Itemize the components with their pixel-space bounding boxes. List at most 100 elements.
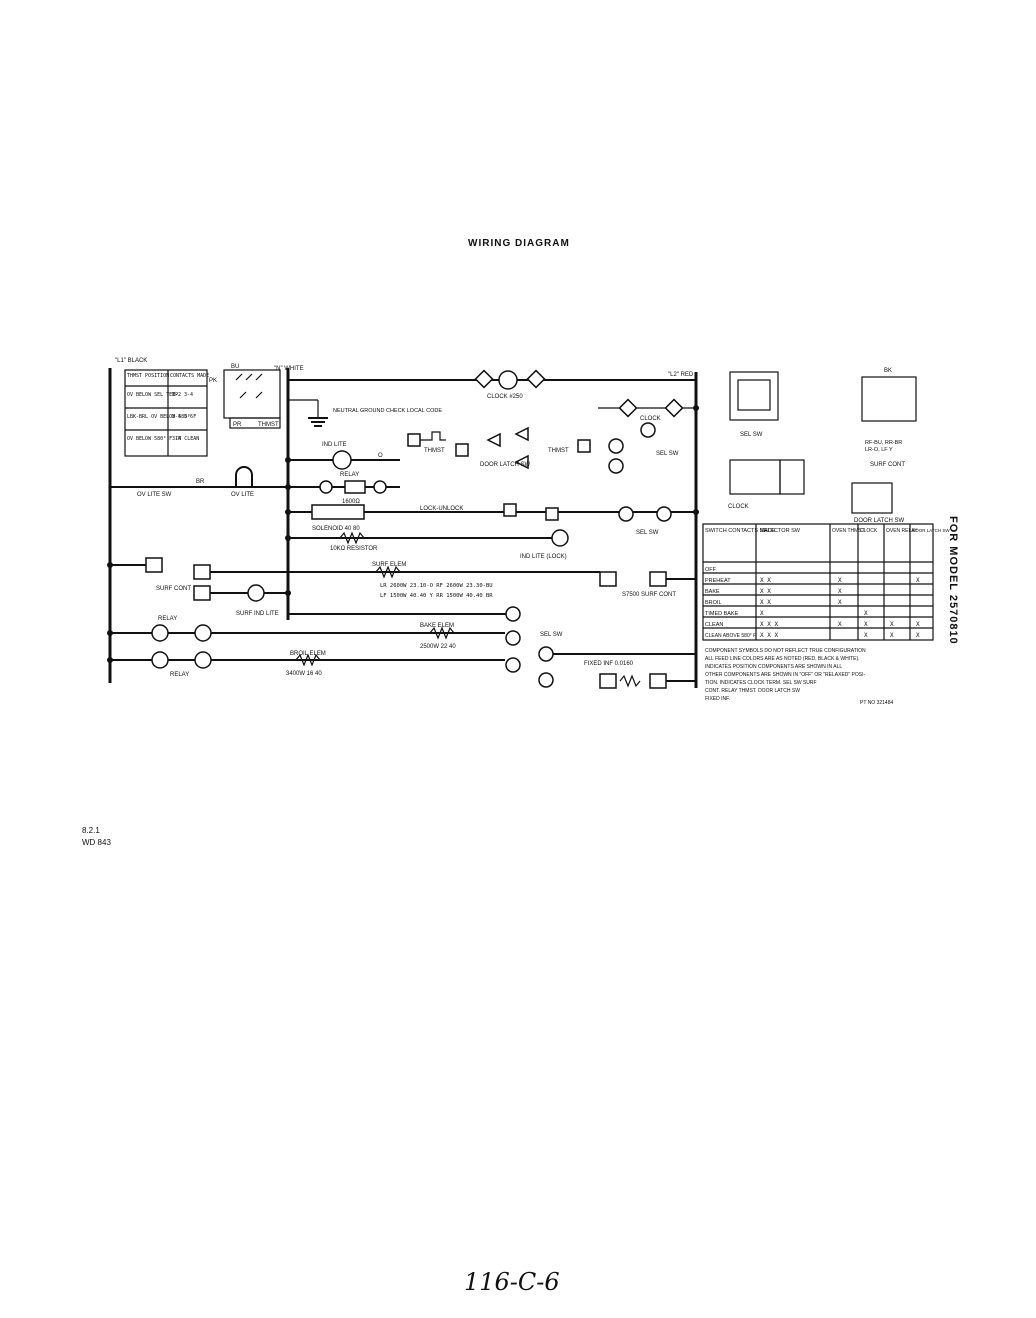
row-clean-above: CLEAN ABOVE 580° F xyxy=(705,633,756,639)
clock-label: CLOCK xyxy=(640,416,661,422)
solenoid-label: SOLENOID 40 80 xyxy=(312,526,360,532)
thmst-wire-pr: PR xyxy=(233,422,242,428)
thmst-row2-contacts: 3-4 5-6 xyxy=(172,414,193,420)
row-preheat: PREHEAT xyxy=(705,578,731,584)
clock-motor: CLOCK #250 xyxy=(474,369,546,400)
surf-cont-label: SURF CONT xyxy=(156,586,191,592)
surf-cont-l1 xyxy=(145,557,163,573)
relay-h2-broil xyxy=(194,651,212,669)
neutral-ground: NEUTRAL GROUND CHECK LOCAL CODE xyxy=(288,399,442,427)
note-6: CONT. RELAY THMST. DOOR LATCH SW xyxy=(705,688,800,694)
door-latch-view-label: DOOR LATCH SW xyxy=(854,518,905,524)
clock-250-label: CLOCK #250 xyxy=(487,394,523,400)
side-model-title: FOR MODEL 2570810 xyxy=(947,516,959,645)
thmst-row3-position: OV BELOW 580° F IN CLEAN xyxy=(127,436,199,442)
ind-lite-lock-label: IND LITE (LOCK) xyxy=(520,554,567,560)
row-clean: CLEAN xyxy=(705,622,723,628)
sel-sw-terminal-br xyxy=(505,630,521,646)
thmst-row1-position: OV BELOW SEL TEMP xyxy=(127,392,178,398)
resistor-10k-label: 10KΩ RESISTOR xyxy=(330,546,378,552)
ov-lite-sw-label: OV LITE SW xyxy=(137,492,172,498)
fixed-inf-l2 xyxy=(649,673,667,689)
row-clean-sel: X X X xyxy=(760,621,778,628)
note-3: INDICATES POSITION COMPONENTS ARE SHOWN … xyxy=(705,664,842,670)
row-clean-above-sel: X X X xyxy=(760,632,778,639)
clock-term-2 xyxy=(664,398,684,418)
row-preheat-latch: X xyxy=(916,577,920,584)
sel-sw-terminal-ul xyxy=(618,506,634,522)
lock-unlock-label: LOCK-UNLOCK xyxy=(420,506,463,512)
ov-lite-lamp xyxy=(235,466,253,487)
surf-cont-l2 xyxy=(649,571,667,587)
surf-cont-pins-1: RF-BU, RR-BR xyxy=(865,440,902,446)
part-number: PT NO 321484 xyxy=(860,700,893,706)
row-bake: BAKE xyxy=(705,589,720,595)
relay-l1-bake xyxy=(151,624,169,642)
row-broil: BROIL xyxy=(705,600,722,606)
switch-contacts-table: SWITCH CONTACTS MADE SELECTOR SW OVEN TH… xyxy=(702,523,950,641)
surf-cont-p xyxy=(193,585,211,601)
switch-table-header-clock: CLOCK xyxy=(860,528,878,534)
clock-term-1 xyxy=(618,398,638,418)
fixed-inf-terminal-ln xyxy=(538,672,554,688)
row-clean-relay: X xyxy=(890,621,894,628)
relay-resistance: 1600Ω xyxy=(342,499,360,505)
note-7: FIXED INF. xyxy=(705,696,730,702)
row-clean-above-relay: X xyxy=(890,632,894,639)
sel-sw-terminal-n2 xyxy=(505,606,521,622)
broil-elem-label: BROIL ELEM xyxy=(290,651,326,657)
switch-table-header-relay: OVEN RELAY xyxy=(886,528,918,534)
thmst-row3-contacts: 3-4 xyxy=(172,436,181,442)
relay-label-bake: RELAY xyxy=(158,616,177,622)
switch-table-header-thmst: OVEN THMST xyxy=(832,528,865,534)
door-latch-contact-3 xyxy=(514,454,529,470)
l1-bus-label: "L1" BLACK xyxy=(115,358,147,364)
footer-code-1: 8.2.1 xyxy=(82,826,100,835)
row-timed-bake-sel: X xyxy=(760,610,764,617)
relay-terminal-s xyxy=(373,480,387,494)
sel-sw-view: SEL SW xyxy=(729,371,779,438)
clock-view-label: CLOCK xyxy=(728,504,749,510)
ind-lite-lock-lamp xyxy=(551,529,569,547)
row-preheat-thmst: X xyxy=(838,577,842,584)
surf-ind-lite-label: SURF IND LITE xyxy=(236,611,279,617)
surf-ind-lite xyxy=(247,584,265,602)
sel-sw-view-label: SEL SW xyxy=(740,432,763,438)
footer-code-2: WD 843 xyxy=(82,838,111,847)
thmst-row2-position: LBK-BRL OV BELOW 580° F xyxy=(127,414,196,420)
surf-elem-spec-2: LF 1500W 40.40 Y RR 1500W 40.40 BR xyxy=(380,593,493,599)
sel-sw-label-2: SEL SW xyxy=(636,530,659,536)
solenoid xyxy=(311,504,365,520)
switch-table-header-contacts: SWITCH CONTACTS MADE xyxy=(705,528,776,534)
thmst-wire-pk: PK xyxy=(209,378,217,384)
door-latch-contact-1 xyxy=(486,432,501,448)
surf-cont-pins-2: LR-O, LF Y xyxy=(865,447,893,453)
row-off: OFF xyxy=(705,567,717,573)
relay-label-broil: RELAY xyxy=(170,672,189,678)
surf-view-bk: BK xyxy=(884,368,892,374)
thmst-wire-bu: BU xyxy=(231,364,239,370)
note-1: COMPONENT SYMBOLS DO NOT REFLECT TRUE CO… xyxy=(705,648,866,654)
ov-lite-label: OV LITE xyxy=(231,492,254,498)
row-preheat-sel: X X xyxy=(760,577,771,584)
fixed-inf-h2 xyxy=(599,673,617,689)
note-4: OTHER COMPONENTS ARE SHOWN IN "OFF" OR "… xyxy=(705,672,866,678)
relay-l1-broil xyxy=(151,651,169,669)
diagram-title: WIRING DIAGRAM xyxy=(468,238,570,249)
diagram-notes: COMPONENT SYMBOLS DO NOT REFLECT TRUE CO… xyxy=(705,648,893,706)
row-clean-thmst: X xyxy=(838,621,842,628)
ind-lite-lamp xyxy=(332,450,352,470)
thmst-terminal-2 xyxy=(577,439,591,453)
surf-elem-spec-1: LR 2600W 23.10-O RF 2600W 23.30-BU xyxy=(380,583,493,589)
sel-sw-terminal-l2 xyxy=(656,506,672,522)
door-latch-contact-2 xyxy=(514,426,529,442)
sel-sw-terminal-c xyxy=(608,438,624,454)
main-schematic: "L1" BLACK "N" WHITE "L2" RED THMST POSI… xyxy=(107,358,699,689)
row-clean-latch: X xyxy=(916,621,920,628)
thmst-terminal-4 xyxy=(455,443,469,457)
thmst-label-3: THMST xyxy=(548,448,569,454)
surf-cont-view: BK RF-BU, RR-BR LR-O, LF Y SURF CONT xyxy=(861,368,917,468)
neutral-bus-label: "N" WHITE xyxy=(274,366,304,372)
note-5: TION. INDICATES CLOCK TERM. SEL SW SURF xyxy=(705,680,817,686)
